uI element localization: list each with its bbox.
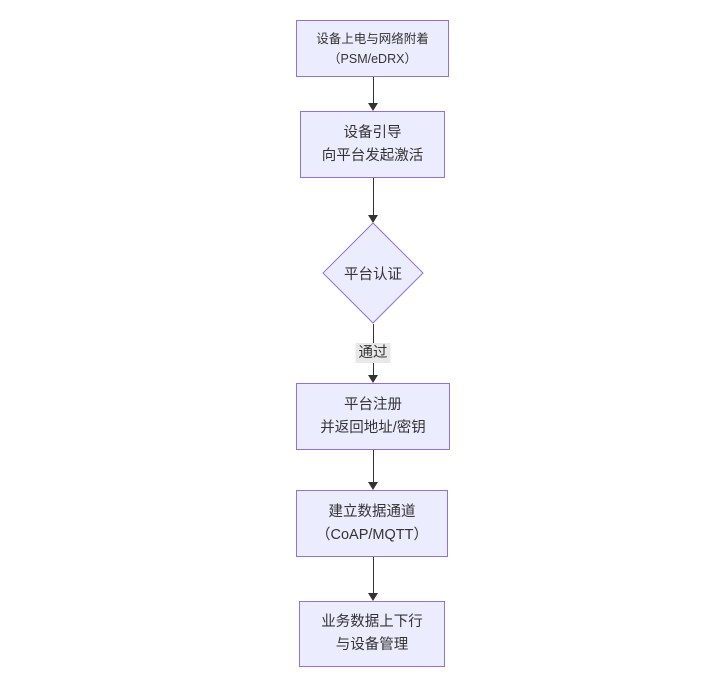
arrow-head-icon (368, 215, 378, 223)
node-text-line: 并返回地址/密钥 (320, 419, 426, 436)
flow-arrow (368, 77, 378, 111)
arrow-head-icon (368, 593, 378, 601)
arrow-head-icon (368, 375, 378, 383)
node-text-line: 平台注册 (344, 396, 402, 413)
arrow-head-icon (368, 103, 378, 111)
flow-arrow (368, 450, 378, 490)
flow-node-bootstrap: 设备引导 向平台发起激活 (300, 111, 445, 178)
flow-arrow (368, 178, 378, 223)
node-text-line: 建立数据通道 (328, 503, 416, 520)
node-text-line: （CoAP/MQTT） (316, 526, 428, 543)
node-text-line: 向平台发起激活 (321, 147, 424, 164)
flow-node-data-channel: 建立数据通道 （CoAP/MQTT） (296, 490, 448, 557)
node-text-line: 与设备管理 (335, 637, 409, 653)
arrow-head-icon (368, 482, 378, 490)
diamond-shape (322, 222, 424, 324)
arrow-line (372, 178, 374, 215)
node-text-line: 设备上电与网络附着 (316, 31, 429, 46)
flow-arrow (368, 557, 378, 601)
flow-node-register: 平台注册 并返回地址/密钥 (296, 383, 450, 450)
arrow-line (372, 450, 374, 482)
flow-node-power-on: 设备上电与网络附着 （PSM/eDRX） (296, 20, 449, 77)
node-text-line: 业务数据上下行 (321, 614, 423, 630)
edge-label-pass: 通过 (355, 343, 391, 363)
node-text-line: 平台认证 (344, 266, 402, 283)
arrow-line (372, 557, 374, 593)
flow-node-business: 业务数据上下行 与设备管理 (299, 601, 445, 667)
flow-node-auth-decision: 平台认证 (322, 222, 424, 324)
arrow-line (372, 77, 374, 103)
node-text-line: 设备引导 (343, 124, 402, 141)
node-text-line: （PSM/eDRX） (328, 51, 417, 66)
